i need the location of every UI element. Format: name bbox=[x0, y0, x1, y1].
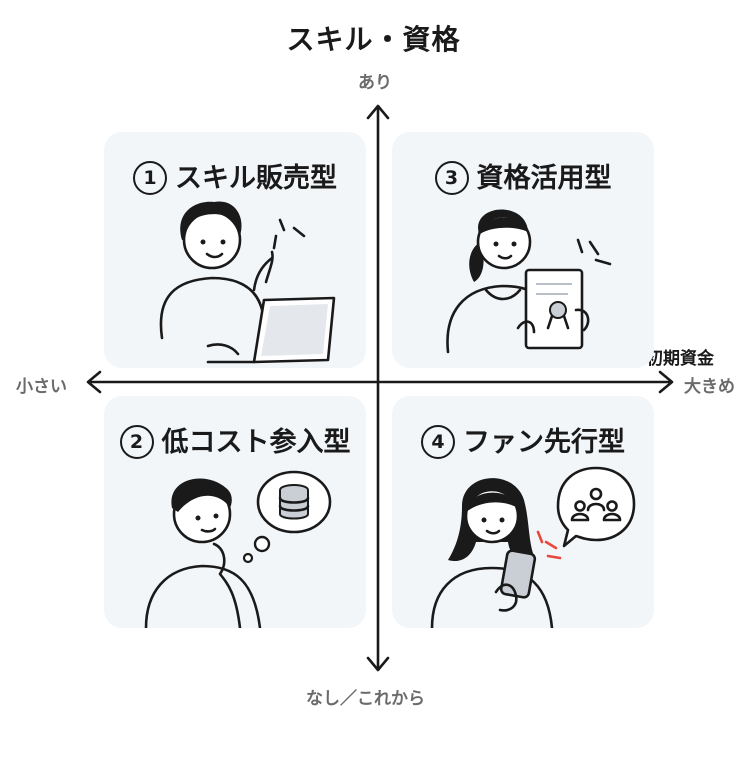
quadrant-3-number: 3 bbox=[434, 161, 469, 195]
quadrant-4-number: 4 bbox=[421, 425, 455, 459]
y-axis-arrow-down bbox=[366, 656, 390, 672]
x-axis-left-label: 小さい bbox=[16, 377, 67, 397]
person-certificate-icon bbox=[446, 209, 612, 354]
person-phone-followers-icon bbox=[430, 466, 636, 628]
diagram-title: スキル・資格 bbox=[286, 23, 461, 56]
x-axis-arrow-right bbox=[658, 370, 674, 394]
y-axis-top-label: あり bbox=[358, 73, 392, 93]
y-axis-bottom-label: なし／これから bbox=[306, 689, 425, 709]
x-axis-title: 初期資金 bbox=[646, 349, 714, 369]
quadrant-4-label: ファン先行型 bbox=[463, 427, 625, 458]
person-thinking-coins-icon bbox=[144, 470, 332, 628]
quadrant-3-label: 資格活用型 bbox=[476, 163, 612, 194]
quadrant-1-number: 1 bbox=[133, 161, 167, 195]
quadrant-2-label: 低コスト参入型 bbox=[161, 427, 351, 458]
quadrant-2-number: 2 bbox=[119, 425, 154, 459]
quadrant-1-title: 1 スキル販売型 bbox=[104, 156, 366, 195]
person-laptop-icon bbox=[159, 201, 336, 364]
x-axis-arrow-left bbox=[86, 370, 102, 394]
quadrant-skill-sales: 1 スキル販売型 bbox=[104, 132, 366, 368]
quadrant-fan-first: 4 ファン先行型 bbox=[392, 396, 654, 628]
quadrant-4-title: 4 ファン先行型 bbox=[392, 420, 654, 459]
y-axis-arrow-up bbox=[366, 104, 390, 120]
x-axis-right-label: 大きめ bbox=[684, 377, 735, 397]
quadrant-1-label: スキル販売型 bbox=[175, 163, 337, 194]
